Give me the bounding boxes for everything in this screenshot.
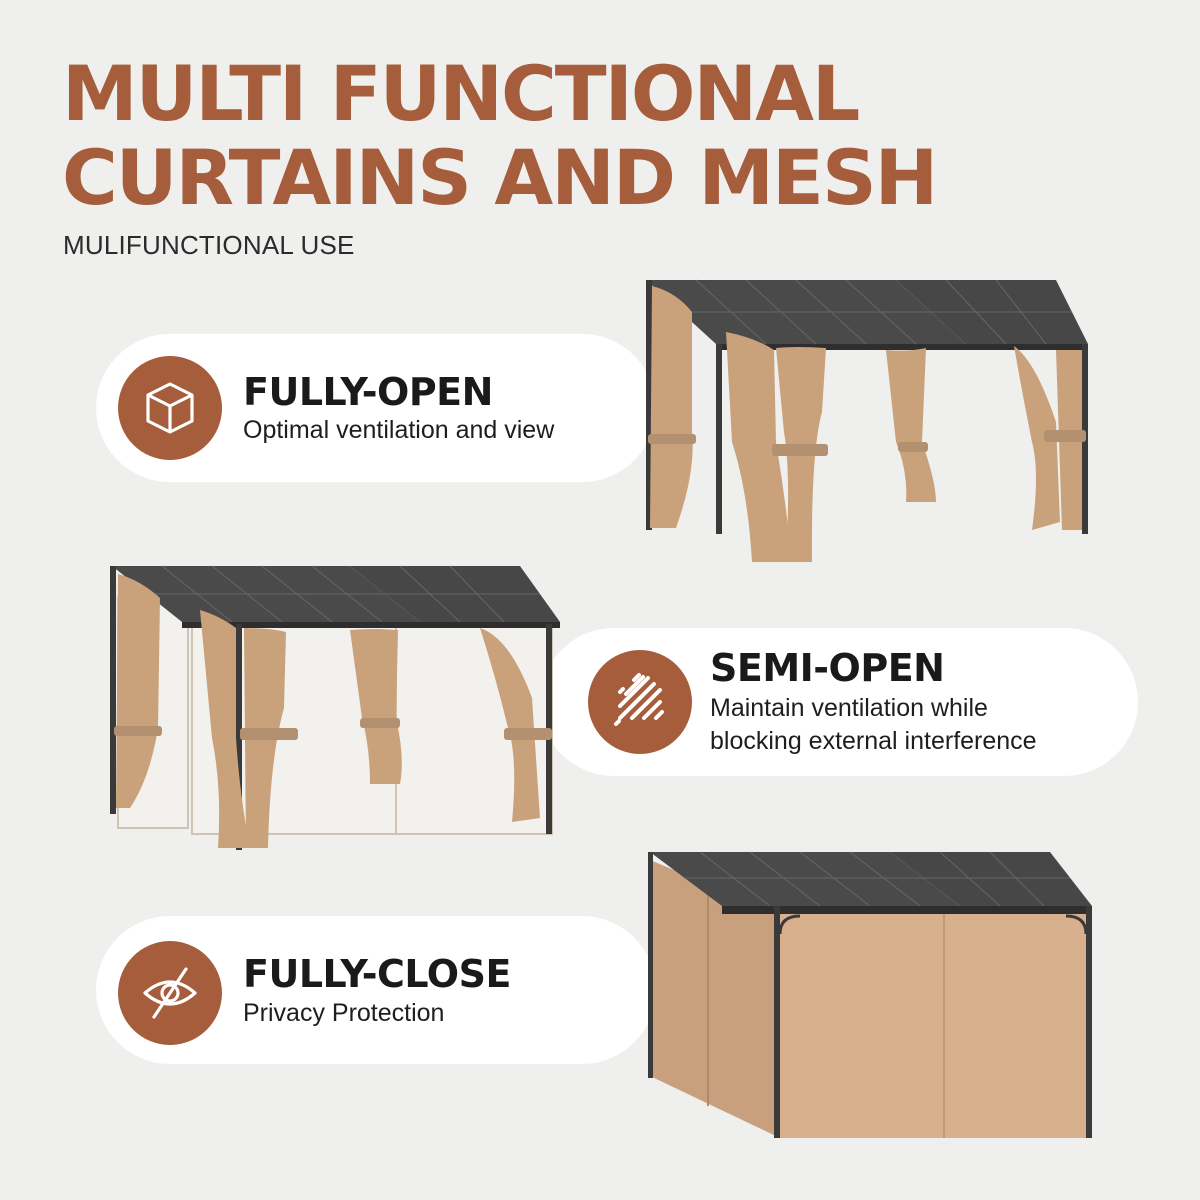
gazebo-fully-close-illustration [648,851,1092,1138]
box-icon [118,356,222,460]
option-title-fully-open: FULLY-OPEN [243,370,493,414]
headline-line-1: MULTI FUNCTIONAL [62,49,860,138]
gazebo-fully-open-illustration [646,279,1088,562]
headline: MULTI FUNCTIONAL CURTAINS AND MESH [62,49,938,222]
subheadline: MULIFUNCTIONAL USE [63,230,355,260]
headline-line-2: CURTAINS AND MESH [62,133,938,222]
option-description-semi-open-line-2: blocking external interference [710,727,1037,755]
option-title-fully-close: FULLY-CLOSE [243,952,511,996]
option-description-fully-open: Optimal ventilation and view [243,416,555,444]
mesh-icon [588,650,692,754]
option-title-semi-open: SEMI-OPEN [710,646,945,690]
gazebo-semi-open-illustration [110,565,560,850]
option-description-semi-open-line-1: Maintain ventilation while [710,694,988,722]
option-description-semi-open: Maintain ventilation while blocking exte… [710,692,1037,758]
option-description-fully-close: Privacy Protection [243,999,445,1027]
eye-slash-icon [118,941,222,1045]
